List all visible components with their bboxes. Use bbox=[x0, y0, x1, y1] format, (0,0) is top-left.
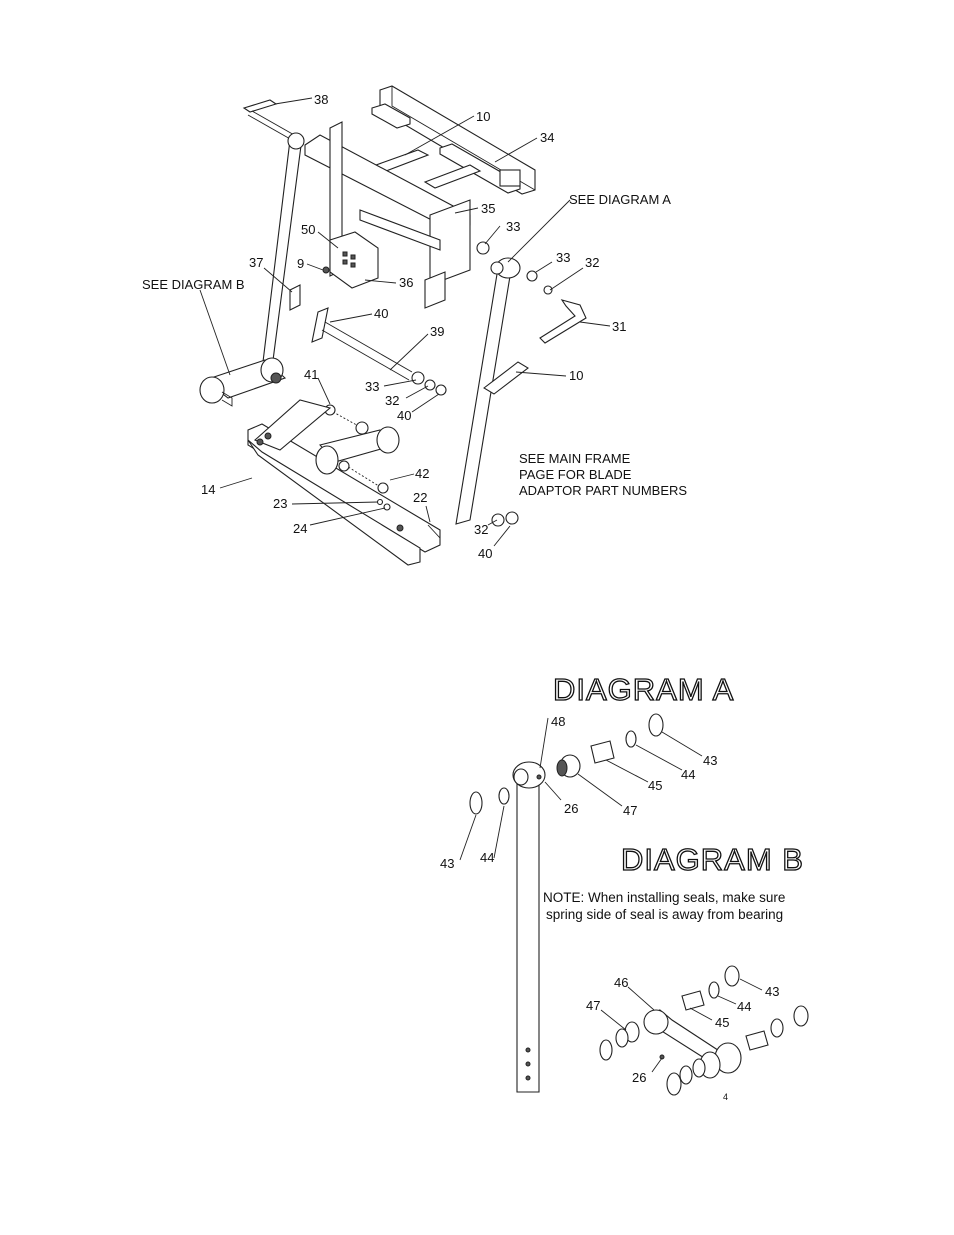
diagram-a-arm bbox=[517, 780, 539, 1092]
diagram-a-washer-43b bbox=[649, 714, 663, 736]
callout-34: 34 bbox=[540, 130, 554, 145]
diagram-b-callout-43: 43 bbox=[765, 984, 779, 999]
part-41-spring bbox=[325, 405, 368, 434]
diagram-a-callout-45: 45 bbox=[648, 778, 662, 793]
callout-10: 10 bbox=[476, 109, 490, 124]
part-38-handle bbox=[244, 100, 296, 140]
diagram-b-callout-44: 44 bbox=[737, 999, 751, 1014]
diagram-b-seal-44 bbox=[709, 982, 719, 998]
callout-38: 38 bbox=[314, 92, 328, 107]
diagram-b-callout-45: 45 bbox=[715, 1015, 729, 1030]
left-arm bbox=[262, 138, 302, 370]
callout-24: 24 bbox=[293, 521, 307, 536]
part-10-pin-top bbox=[376, 150, 428, 171]
diagram-a-callout-47: 47 bbox=[623, 803, 637, 818]
part-10-pin-top2 bbox=[425, 165, 480, 188]
part-37-pin bbox=[290, 285, 300, 310]
part-31-handle bbox=[540, 300, 586, 343]
part-33-washer-a bbox=[477, 242, 489, 254]
main-assembly: 38 10 34 35 33 50 37 9 36 33 32 40 39 31… bbox=[142, 86, 687, 565]
diagram-a-washer-43 bbox=[470, 792, 482, 814]
callout-40: 40 bbox=[397, 408, 411, 423]
diagram-b-callout-46: 46 bbox=[614, 975, 628, 990]
diagram-a-callout-43b: 43 bbox=[440, 856, 454, 871]
callout-37: 37 bbox=[249, 255, 263, 270]
diagram-b-callout-47: 47 bbox=[586, 998, 600, 1013]
diagram-b-note-line2: spring side of seal is away from bearing bbox=[546, 907, 783, 922]
callout-32: 32 bbox=[474, 522, 488, 537]
diagram-a-callout-44b: 44 bbox=[480, 850, 494, 865]
note-main-frame-2: PAGE FOR BLADE bbox=[519, 467, 632, 482]
callout-36: 36 bbox=[399, 275, 413, 290]
diagram-a: DIAGRAM A 48 26 47 45 44 43 43 44 bbox=[440, 672, 734, 1092]
diagram-b-title: DIAGRAM B bbox=[621, 842, 804, 877]
diagram-b-callout-26: 26 bbox=[632, 1070, 646, 1085]
diagram-b-washer-43 bbox=[725, 966, 739, 986]
diagram-b-note-line1: NOTE: When installing seals, make sure bbox=[543, 890, 785, 905]
note-main-frame-3: ADAPTOR PART NUMBERS bbox=[519, 483, 687, 498]
callout-32: 32 bbox=[385, 393, 399, 408]
note-see-diagram-b: SEE DIAGRAM B bbox=[142, 277, 245, 292]
diagram-a-seal-44b bbox=[626, 731, 636, 747]
diagram-a-sleeve-45 bbox=[591, 741, 614, 763]
diagram-a-title: DIAGRAM A bbox=[553, 672, 734, 707]
left-hub-assembly bbox=[200, 358, 285, 406]
diagram-a-callout-43: 43 bbox=[703, 753, 717, 768]
note-see-diagram-a: SEE DIAGRAM A bbox=[569, 192, 671, 207]
callout-39: 39 bbox=[430, 324, 444, 339]
diagram-a-callout-48: 48 bbox=[551, 714, 565, 729]
diagram-a-seal-44 bbox=[499, 788, 509, 804]
mid-hub-assembly bbox=[316, 427, 399, 474]
callout-14: 14 bbox=[201, 482, 215, 497]
callout-31: 31 bbox=[612, 319, 626, 334]
callout-22: 22 bbox=[413, 490, 427, 505]
callout-42: 42 bbox=[415, 466, 429, 481]
callout-10: 10 bbox=[569, 368, 583, 383]
callout-41: 41 bbox=[304, 367, 318, 382]
callout-33: 33 bbox=[506, 219, 520, 234]
note-main-frame-1: SEE MAIN FRAME bbox=[519, 451, 631, 466]
callout-40: 40 bbox=[374, 306, 388, 321]
diagram-a-callout-44: 44 bbox=[681, 767, 695, 782]
diagram-b-sleeve-45 bbox=[682, 991, 704, 1010]
callout-40: 40 bbox=[478, 546, 492, 561]
diagram-a-callout-26: 26 bbox=[564, 801, 578, 816]
callout-50: 50 bbox=[301, 222, 315, 237]
part-33-washer-b bbox=[527, 271, 537, 281]
part-39-rod bbox=[312, 308, 412, 380]
right-arm bbox=[456, 264, 512, 524]
diagram-b: DIAGRAM B NOTE: When installing seals, m… bbox=[543, 842, 808, 1102]
callout-9: 9 bbox=[297, 256, 304, 271]
page-number: 4 bbox=[723, 1092, 728, 1102]
part-36-bracket bbox=[323, 232, 378, 288]
callout-35: 35 bbox=[481, 201, 495, 216]
callout-32: 32 bbox=[585, 255, 599, 270]
part-14-lower-frame bbox=[248, 400, 440, 565]
callout-23: 23 bbox=[273, 496, 287, 511]
callout-33: 33 bbox=[556, 250, 570, 265]
callout-33: 33 bbox=[365, 379, 379, 394]
